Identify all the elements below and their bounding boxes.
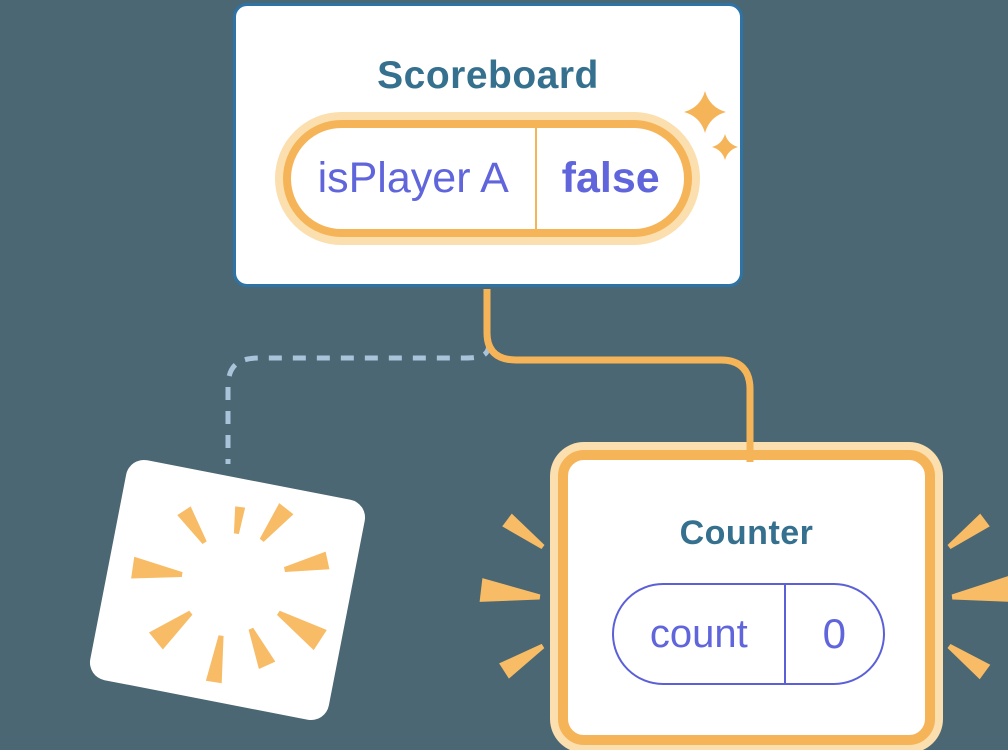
- burst-ray: [177, 506, 207, 544]
- state-value-label: false: [561, 154, 660, 202]
- destroyed-branch-dashed-connector: [225, 342, 492, 464]
- burst-ray: [248, 627, 276, 669]
- emphasis-ray: [951, 576, 1008, 602]
- emphasis-ray: [479, 578, 541, 602]
- state-value-label: 0: [822, 610, 846, 657]
- emphasis-ray: [502, 513, 545, 549]
- scoreboard-component-card: Scoreboard isPlayer A false: [233, 3, 743, 287]
- counter-component-card: Counter count 0: [558, 450, 935, 745]
- state-key-label: count: [649, 612, 748, 656]
- burst-ray: [148, 610, 193, 650]
- emphasis-ray: [947, 644, 991, 680]
- counter-branch-connector: [483, 289, 754, 462]
- state-key-label: isPlayer A: [317, 154, 509, 202]
- emphasis-ray: [947, 513, 990, 549]
- burst-ray: [233, 506, 246, 535]
- scoreboard-state-pill: isPlayer A false: [283, 120, 692, 237]
- burst-ray: [276, 610, 327, 651]
- burst-ray: [131, 556, 183, 579]
- scoreboard-title: Scoreboard: [377, 54, 599, 97]
- pill-divider: [535, 128, 538, 229]
- burst-ray: [283, 551, 330, 573]
- destroyed-component-card: [86, 456, 369, 724]
- poof-burst-icon: [131, 503, 330, 684]
- burst-ray: [259, 503, 294, 542]
- counter-state-pill: count 0: [612, 583, 885, 685]
- counter-title: Counter: [679, 514, 814, 552]
- pill-divider: [783, 585, 786, 683]
- burst-ray: [205, 635, 224, 684]
- emphasis-ray: [499, 643, 545, 679]
